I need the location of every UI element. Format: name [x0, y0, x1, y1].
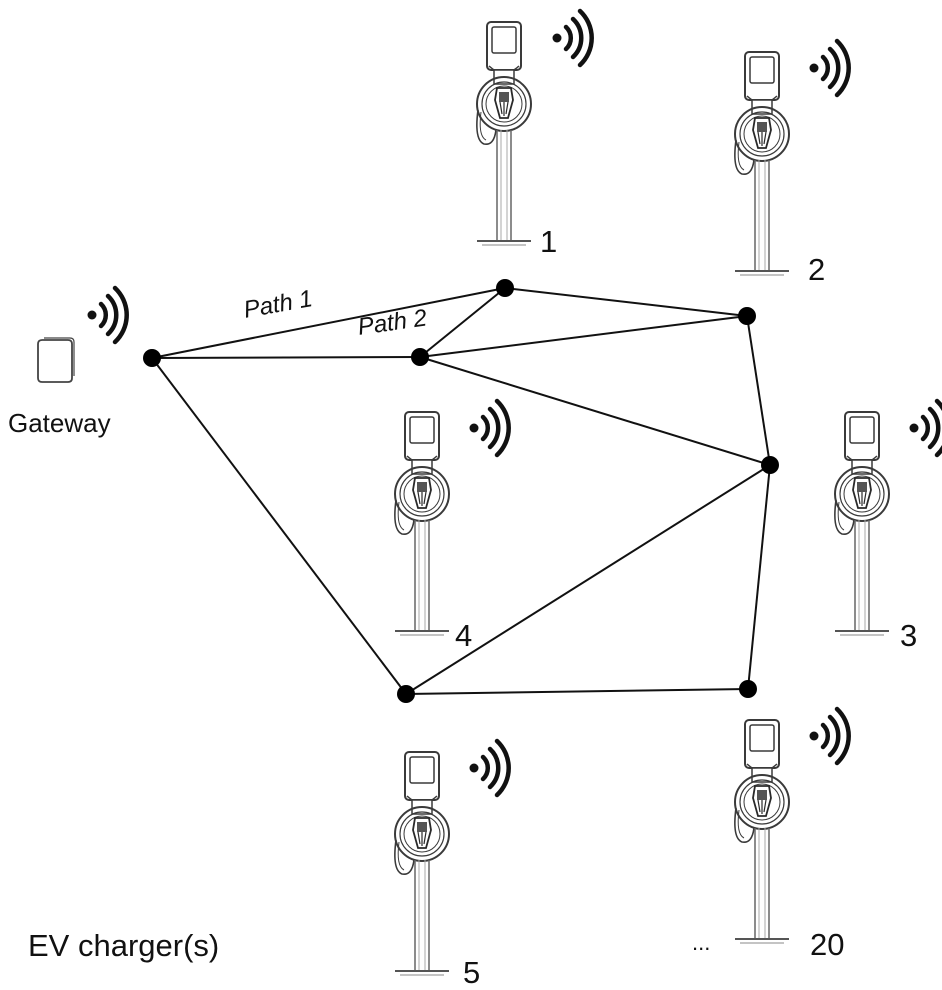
edge-n4-n6 [406, 465, 770, 694]
edge-gw-n2 [152, 357, 420, 358]
edge-n6-n5 [406, 689, 748, 694]
edge-n4-n5 [748, 465, 770, 689]
edge-gw-n1 [152, 288, 505, 358]
node-n4 [761, 456, 779, 474]
ellipsis-marker: ... [692, 932, 710, 954]
wifi-signal-icon [553, 11, 592, 65]
wifi-signal-icon [88, 288, 127, 342]
wifi-signal-icon [810, 709, 849, 763]
charger-label-1: 1 [540, 226, 557, 257]
charger-label-4: 4 [455, 620, 472, 651]
wifi-signal-icon [470, 741, 509, 795]
charger-label-20: 20 [810, 929, 844, 960]
charger-label-2: 2 [808, 254, 825, 285]
edge-n1-n3 [505, 288, 747, 316]
ev-charger-icon [477, 22, 531, 245]
ev-charger-icon [735, 720, 789, 943]
node-n5 [739, 680, 757, 698]
ev-charger-icon [735, 52, 789, 275]
ev-charger-icon [835, 412, 889, 635]
node-n6 [397, 685, 415, 703]
charger-label-3: 3 [900, 620, 917, 651]
node-n1 [496, 279, 514, 297]
ev-charger-icon [395, 412, 449, 635]
edge-gw-n6 [152, 358, 406, 694]
node-gateway [143, 349, 161, 367]
wifi-signal-icon [910, 401, 942, 455]
edge-n1-n2 [420, 288, 505, 357]
edge-n2-n3 [420, 316, 747, 357]
edge-n2-n4 [420, 357, 770, 465]
gateway-label: Gateway [8, 410, 111, 436]
wifi-signal-icon [810, 41, 849, 95]
ev-chargers-caption: EV charger(s) [28, 930, 219, 961]
node-n3 [738, 307, 756, 325]
node-n2 [411, 348, 429, 366]
gateway-device-icon [38, 338, 74, 382]
ev-charger-icon [395, 752, 449, 975]
edge-n3-n4 [747, 316, 770, 465]
charger-label-5: 5 [463, 957, 480, 988]
wifi-signal-icon [470, 401, 509, 455]
